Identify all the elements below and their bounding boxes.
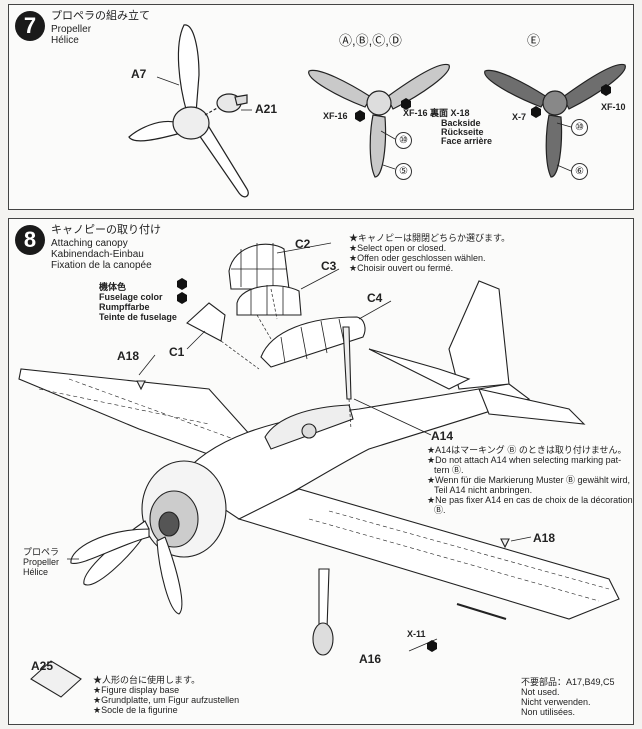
callout-xf10: XF-10 [601,102,626,112]
part-a14-label: A14 [431,429,454,443]
callout-x7: X-7 [512,112,527,122]
left-stabilizer [368,348,471,390]
part-c2-label: C2 [295,237,311,251]
step-7-panel: 7 プロペラの組み立て Propeller Hélice [8,4,634,210]
paint-marker-xf16-back [401,98,411,110]
right-wing [237,488,620,620]
propeller-label-fr: Hélice [23,567,49,577]
part-a25-label: A25 [31,659,54,673]
fuselage-color-jp: 機体色 [99,282,127,292]
display-base-a25 [30,660,82,698]
paint-ref-10b: ⑩ [571,119,588,136]
tail-fin [448,280,510,390]
a14-note-line-6: ★Ne pas fixer A14 en cas de choix de la … [427,495,633,505]
canopy-note-de: ★Offen oder geschlossen wählen. [349,253,486,263]
part-a21-label: A21 [255,102,278,116]
paint-marker-xf10 [601,84,611,96]
part-a16-label: A16 [359,652,382,666]
paint-marker-fuselage-1 [177,278,187,290]
callout-backside: Backside [441,118,481,128]
x11-label: X-11 [407,629,426,639]
unused-parts-en: Not used. [521,687,560,697]
part-c3-label: C3 [321,259,337,273]
fuselage-color-fr: Teinte de fuselage [99,312,177,322]
canopy-c1 [186,302,226,342]
propeller-variant-e [484,63,626,178]
canopy-note-fr: ★Choisir ouvert ou fermé. [349,263,454,273]
step-8-title-fr: Fixation de la canopée [51,260,152,271]
canopy-c4 [260,316,366,368]
fuselage-color-de: Rumpffarbe [99,302,150,312]
step-7-title-fr: Hélice [51,35,79,46]
unused-parts-de: Nicht verwenden. [521,697,591,707]
paint-ref-10a: ⑩ [395,132,412,149]
paint-ref-5: ⑤ [395,163,412,180]
paint-marker-x11 [427,640,437,652]
paint-marker-xf16 [355,110,365,122]
propeller-drawings [128,24,626,198]
peg-a18-right [500,538,510,549]
variant-e-label: Ⓔ [527,33,541,48]
base-note-en: ★Figure display base [93,685,180,695]
a14-note-line-3: tern Ⓑ. [434,465,464,475]
propeller-label-jp: プロペラ [23,547,60,557]
part-a18-left-label: A18 [117,349,140,363]
callout-face-arriere: Face arrière [441,136,493,146]
callout-xf16: XF-16 [323,111,348,121]
canopy-note-jp: ★キャノピーは開閉どちらか選びます。 [349,233,511,243]
base-note-de: ★Grundplatte, um Figur aufzustellen [93,695,240,705]
unused-parts-fr: Non utilisées. [521,707,576,717]
variant-abcd-label: Ⓐ,Ⓑ,Ⓒ,Ⓓ [339,33,402,48]
part-c1-label: C1 [169,345,185,359]
step-7-title-en: Propeller [51,24,92,35]
part-a18-right-label: A18 [533,531,556,545]
step-8-title-jp: キャノピーの取り付け [51,224,161,236]
step-8-title-de: Kabinendach-Einbau [51,249,144,260]
callout-xf16-back: XF-16 裏面 X-18 [403,108,470,118]
step-7-title-jp: プロペラの組み立て [51,10,150,22]
paint-marker-fuselage-2 [177,292,187,304]
a14-note-line-5: Teil A14 nicht anbringen. [434,485,533,495]
a14-note-line-4: ★Wenn für die Markierung Muster Ⓑ gewähl… [427,475,630,485]
step-number-7: 7 [15,11,45,41]
paint-ref-6: ⑥ [571,163,588,180]
a14-note-line-7: Ⓑ. [434,505,446,515]
right-stabilizer [478,388,586,425]
landing-gear [312,622,334,656]
propeller-exploded [128,24,249,198]
step-8-title-en: Attaching canopy [51,238,128,249]
paint-marker-x7 [531,106,541,118]
base-note-jp: ★人形の台に使用します。 [93,675,201,685]
propeller-variant-abcd [308,63,450,178]
part-a7-label: A7 [131,67,147,81]
aircraft-drawing [18,242,620,698]
base-note-fr: ★Socle de la figurine [93,705,178,715]
peg-a18-left [136,380,146,391]
pitot-a16 [456,603,507,620]
canopy-c3 [236,285,302,316]
step-number-8: 8 [15,225,45,255]
a14-note-line-1: ★A14はマーキング Ⓑ のときは取り付けません。 [427,445,627,455]
unused-parts-jp: 不要部品：A17,B49,C5 [521,677,615,687]
canopy-c2 [228,243,290,290]
fuselage-color-en: Fuselage color [99,292,163,302]
canopy-note-en: ★Select open or closed. [349,243,447,253]
a14-note-line-2: ★Do not attach A14 when selecting markin… [427,455,622,465]
antenna-a14 [342,326,352,400]
callout-rueckseite: Rückseite [441,127,484,137]
part-c4-label: C4 [367,291,383,305]
propeller-label-en: Propeller [23,557,60,567]
step-8-panel: 8 キャノピーの取り付け Attaching canopy Kabinendac… [8,218,634,725]
